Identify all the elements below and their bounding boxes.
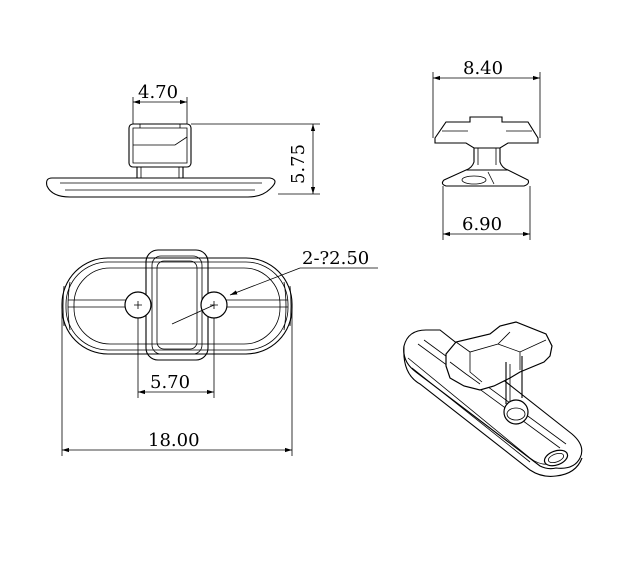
side-view: 8.40 6.90: [432, 58, 541, 240]
front-view: 4.70 5.75: [46, 82, 320, 198]
dim-5-75: 5.75: [288, 144, 309, 184]
dim-18-00: 18.00: [148, 430, 200, 451]
dim-8-40: 8.40: [463, 58, 503, 79]
dim-5-70: 5.70: [150, 372, 190, 393]
plan-view: 2-?2.50 5.70 18.00: [61, 248, 378, 456]
dim-6-90: 6.90: [462, 214, 502, 235]
dim-4-70: 4.70: [138, 82, 178, 103]
dim-2-holes-2-50: 2-?2.50: [302, 248, 369, 269]
isometric-view: [403, 321, 583, 477]
